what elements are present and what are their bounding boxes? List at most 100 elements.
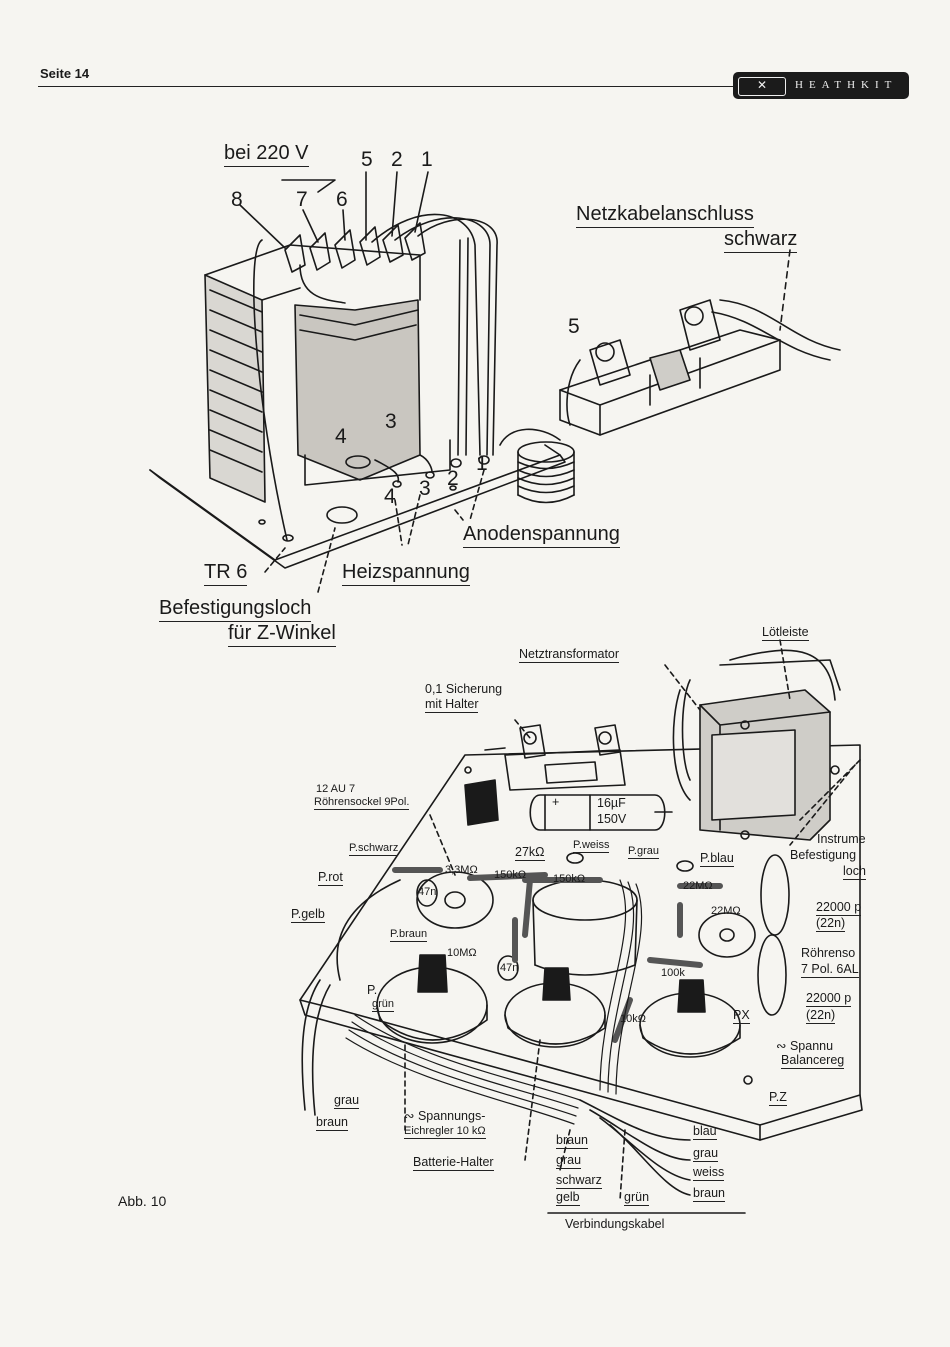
figure-caption: Abb. 10 [118, 1193, 167, 1209]
label-r-150k-b: 150kΩ [553, 873, 586, 885]
label-cap-plus: + [552, 795, 560, 809]
label-p-gelb: P.gelb [291, 907, 325, 923]
fuse-holder [504, 749, 626, 791]
label-c-47n-b: 47n [500, 962, 519, 974]
label-eichregler: ∾ Spannungs- [404, 1109, 486, 1123]
label-wire-grau-mid: grau [556, 1153, 582, 1169]
label-voltage: bei 220 V [224, 142, 309, 167]
label-wire-grau-right: grau [693, 1146, 719, 1162]
label-strip-terminal-5: 5 [568, 315, 580, 338]
page-header: Seite 14 ✕ HEATHKIT [0, 0, 950, 100]
logo-brand-text: HEATHKIT [795, 79, 898, 91]
label-tube-type: 12 AU 7 [316, 783, 356, 795]
coil-block [294, 299, 421, 481]
label-p-blau: P.blau [700, 851, 734, 867]
label-r-22m-b: 22MΩ [711, 905, 741, 917]
label-wire-schwarz-mid: schwarz [556, 1173, 602, 1189]
label-terminal-5: 5 [361, 148, 373, 171]
label-sicherung: 0,1 Sicherung [425, 682, 503, 696]
label-eichregler-value: Eichregler 10 kΩ [404, 1125, 486, 1139]
label-anodenspannung: Anodenspannung [463, 523, 620, 548]
label-terminal-8: 8 [231, 188, 243, 211]
label-c-22n-b: (22n) [806, 1008, 836, 1024]
label-r-22m-a: 22MΩ [683, 880, 713, 892]
label-wire-braun-left: braun [316, 1115, 348, 1131]
label-c-47n-a: 47n [418, 886, 437, 898]
label-wire-blau-right: blau [693, 1124, 717, 1140]
label-heizspannung: Heizspannung [342, 561, 470, 586]
tube-socket-9pin [416, 871, 494, 929]
label-wire-braun-right: braun [693, 1186, 725, 1202]
label-p-weiss: P.weiss [573, 839, 610, 853]
label-wire-gelb-mid: gelb [556, 1190, 580, 1206]
label-c-22n-a: (22n) [816, 916, 846, 932]
label-instrument-befestigung: Befestigung [790, 848, 857, 862]
label-p-schwarz: P.schwarz [349, 842, 399, 856]
label-px: PX [733, 1008, 750, 1024]
wire-to-tr6 [253, 239, 288, 541]
label-netztransformator: Netztransformator [519, 647, 620, 663]
lamination-stack [204, 274, 266, 503]
label-sicherung-halter: mit Halter [425, 697, 479, 713]
label-cap-capacitance: 16µF [597, 796, 626, 810]
tube-socket-7pin [698, 912, 756, 958]
label-batterie-halter: Batterie-Halter [413, 1155, 494, 1171]
label-r-33m: 3,3MΩ [445, 864, 478, 876]
label-instrument-loch: loch [843, 864, 866, 880]
heathkit-logo: ✕ HEATHKIT [733, 72, 909, 99]
label-z-winkel: für Z-Winkel [228, 622, 336, 647]
label-tr6: TR 6 [204, 561, 248, 586]
label-p-rot: P.rot [318, 870, 343, 886]
label-spannungs-balance: ∾ Spannu [776, 1039, 834, 1053]
label-p-gruen-prefix: P. [367, 983, 378, 997]
label-wire-grau-left: grau [334, 1093, 360, 1109]
label-p-braun: P.braun [390, 928, 428, 942]
header-rule [38, 86, 738, 87]
label-r-150k-a: 150kΩ [494, 869, 527, 881]
label-r-10m: 10MΩ [447, 947, 477, 959]
label-c-22000-a: 22000 p [816, 900, 862, 916]
label-roehrensockel: Röhrenso [801, 946, 856, 960]
label-p-gruen: grün [372, 998, 395, 1012]
label-wire-braun-mid: braun [556, 1133, 588, 1149]
label-terminal-6: 6 [336, 188, 348, 211]
transformer-assembly-drawing [149, 171, 841, 593]
label-terminal-1: 1 [421, 148, 433, 171]
label-wire-weiss-right: weiss [693, 1165, 725, 1181]
label-r-10k: 10kΩ [620, 1013, 646, 1025]
label-roehrensockel-7pol: 7 Pol. 6AL [801, 962, 859, 978]
mounting-hole [326, 506, 358, 524]
logo-emblem-icon: ✕ [738, 77, 786, 96]
label-netzkabel-color: schwarz [724, 228, 798, 253]
label-verbindungskabel: Verbindungskabel [565, 1217, 665, 1231]
chassis-wiring-drawing [299, 639, 863, 1214]
label-coil-terminal-4: 4 [335, 425, 347, 448]
page-number: Seite 14 [40, 66, 90, 81]
label-befestigungsloch: Befestigungsloch [159, 597, 312, 622]
label-r-27k: 27kΩ [515, 845, 545, 861]
label-instrument: Instrume [817, 832, 866, 846]
label-r-100k: 100k [661, 967, 685, 979]
label-wire-gruen-mid: grün [624, 1190, 650, 1206]
label-bottom-terminal-2: 2 [447, 467, 459, 490]
label-tube-socket: Röhrensockel 9Pol. [314, 796, 410, 810]
label-pz: P.Z [769, 1090, 787, 1106]
label-netzkabel: Netzkabelanschluss [576, 203, 754, 228]
label-cap-voltage: 150V [597, 812, 627, 826]
block-capacitor [464, 779, 499, 826]
label-terminal-2: 2 [391, 148, 403, 171]
label-coil-terminal-3: 3 [385, 410, 397, 433]
label-bottom-terminal-3: 3 [419, 477, 431, 500]
label-terminal-7: 7 [296, 188, 308, 211]
label-c-22000-b: 22000 p [806, 991, 852, 1007]
label-bottom-terminal-1: 1 [476, 452, 488, 475]
label-loetleiste: Lötleiste [762, 625, 809, 641]
disc-capacitor-a [760, 854, 790, 936]
label-p-grau: P.grau [628, 845, 659, 859]
terminal-strip [559, 329, 781, 436]
label-balanceregler: Balancereg [781, 1053, 845, 1069]
disc-capacitor-b [757, 934, 787, 1016]
shield-can [532, 879, 638, 921]
electrolytic-capacitor [529, 794, 666, 831]
